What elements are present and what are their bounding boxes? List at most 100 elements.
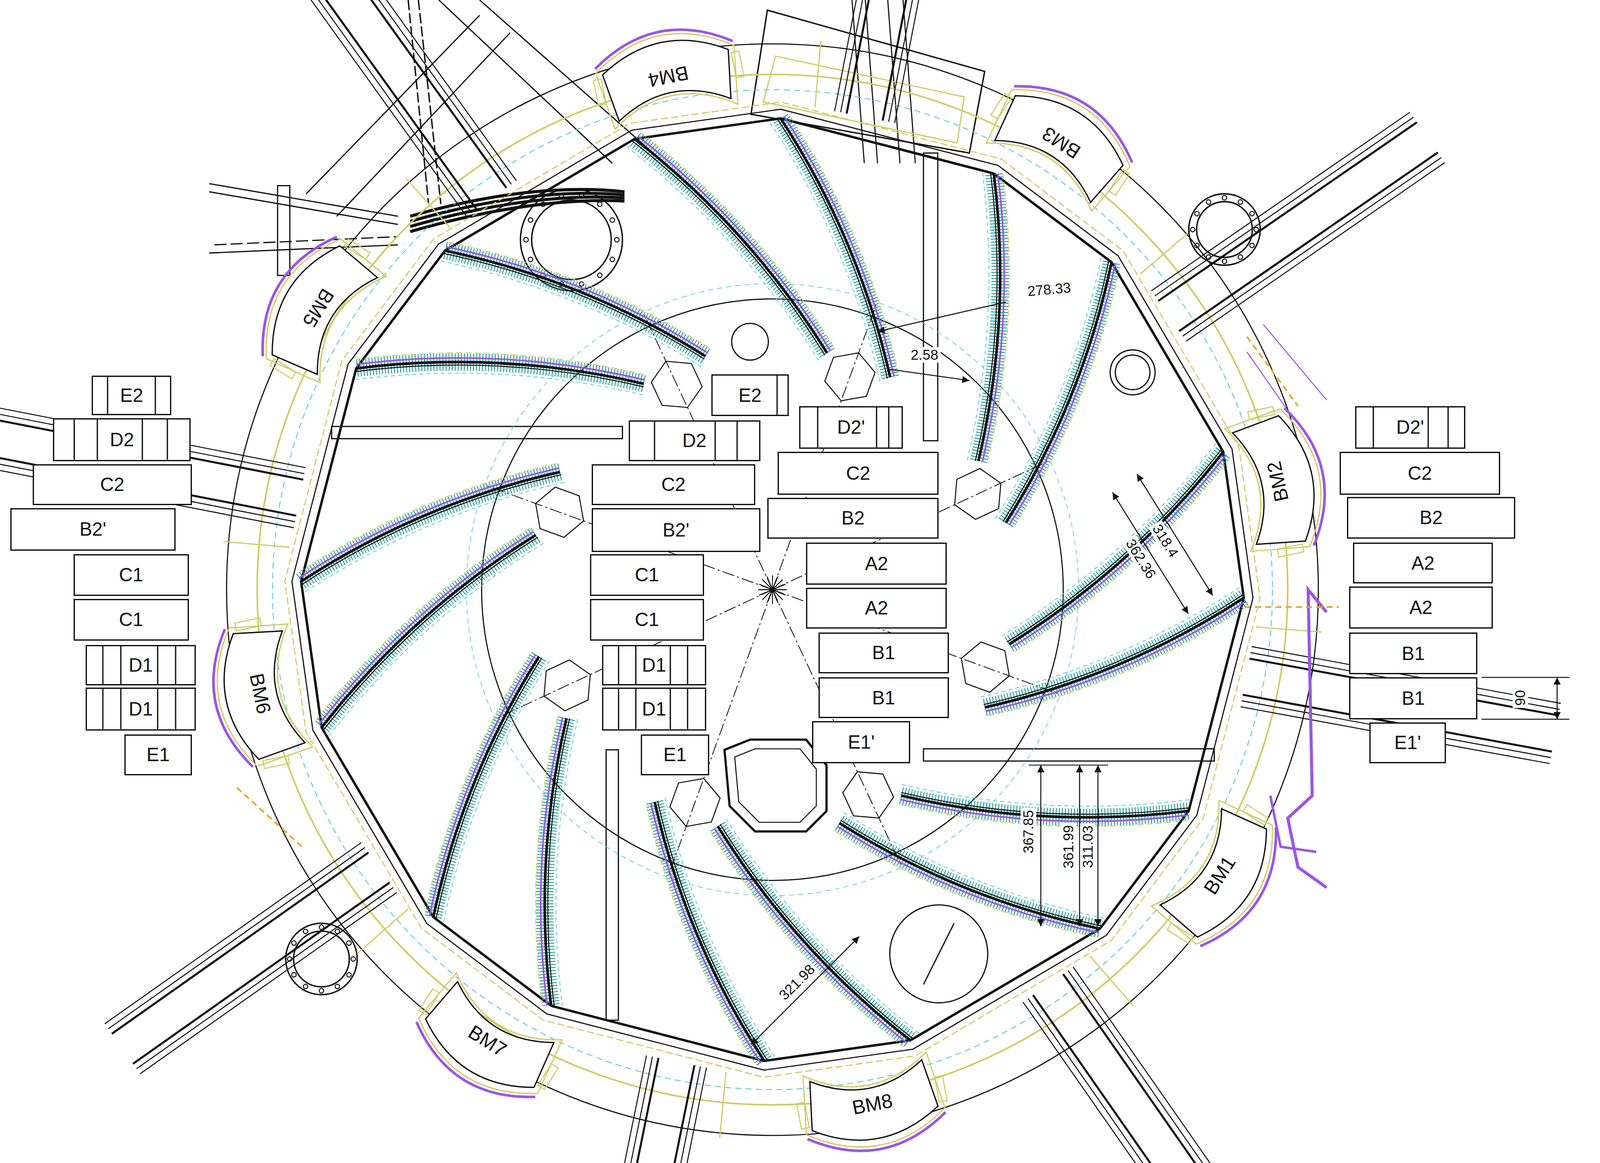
inner-liner-ring — [272, 89, 1273, 1091]
block-label: D2 — [682, 430, 707, 451]
hub-hexagon — [651, 361, 702, 408]
blade-plate-edge — [632, 141, 825, 356]
block-label: C1 — [634, 564, 659, 586]
extension-line — [1481, 719, 1570, 720]
segment-flange — [593, 78, 607, 106]
dimension-value: 2.58 — [908, 347, 941, 363]
table-block-box: C1 — [73, 599, 189, 641]
discharge-chute-line — [888, 0, 949, 122]
block-label: A2 — [1411, 552, 1435, 574]
center-star — [759, 584, 786, 596]
segment-flange — [269, 358, 296, 380]
blade-hatching — [839, 823, 1100, 930]
block-label: A2 — [1409, 597, 1433, 618]
segment-body — [598, 29, 739, 123]
orange-guide — [1244, 606, 1339, 609]
block-label: E2 — [738, 385, 762, 406]
blade-hatching — [985, 598, 1245, 708]
blade-hatching — [1009, 451, 1224, 645]
table-block-box: E1 — [640, 734, 710, 776]
segment-liner — [979, 69, 1144, 216]
table-block-box: B2 — [1346, 497, 1516, 539]
block-label: B1 — [1401, 688, 1425, 709]
discharge-chute-line — [136, 887, 393, 1069]
table-block-box: D1 — [85, 687, 196, 731]
port-circle — [731, 323, 769, 361]
blade-plate-edge — [547, 718, 570, 1007]
blade-offset-line — [555, 719, 578, 1007]
flange-bolt — [528, 257, 533, 262]
blade-plate — [433, 656, 540, 918]
discharge-chute-line — [846, 0, 907, 114]
bm-segment-box: BM7 — [412, 974, 564, 1108]
block-label: C2 — [100, 474, 125, 495]
blade-plate — [978, 173, 1001, 461]
block-divider — [669, 646, 671, 685]
blade-hatching — [780, 118, 890, 378]
dimension-value: 311.03 — [1080, 823, 1096, 871]
block-divider — [175, 646, 177, 685]
blade-liner — [356, 358, 644, 380]
flange-bolt — [335, 984, 340, 989]
block-divider — [1447, 407, 1449, 448]
pipe-run — [1270, 795, 1317, 852]
blade-liner — [837, 827, 1099, 933]
blade-plate — [985, 598, 1245, 708]
segment-flange — [537, 1063, 559, 1090]
table-block-box: A2 — [1352, 542, 1493, 584]
block-divider — [776, 375, 778, 415]
block-label: B2 — [841, 507, 865, 529]
blade-plate-edge — [355, 364, 644, 387]
drawing-line — [408, 0, 429, 204]
blade-liner — [1011, 454, 1227, 648]
support-beam — [923, 748, 1215, 761]
block-label: B2' — [662, 519, 690, 541]
dimension-line — [1556, 677, 1558, 720]
blade-liner — [429, 654, 536, 916]
support-beam — [331, 426, 623, 439]
blade-liner — [299, 468, 559, 578]
table-block-box: E2 — [711, 374, 789, 417]
dimension-value: 318.4 — [1148, 519, 1183, 563]
bm-segment-box: BM3 — [985, 76, 1137, 210]
flange-outer — [285, 923, 358, 995]
segment-body — [414, 977, 560, 1105]
hub-hexagon — [961, 642, 1010, 693]
block-label: E1 — [663, 744, 687, 766]
blade-offset-line — [626, 146, 819, 361]
discharge-chute-line — [1068, 970, 1248, 1163]
bm-segment-box: BM4 — [596, 27, 741, 126]
blade-plate — [634, 138, 828, 354]
block-label: E1 — [146, 744, 170, 766]
segment-body — [988, 78, 1134, 207]
blade-liner — [982, 173, 1005, 462]
table-block-box: B1 — [818, 632, 950, 674]
table-block-box: A2 — [806, 587, 947, 629]
dimension-value: 90 — [1512, 688, 1529, 709]
blade-offset-line — [443, 661, 550, 922]
blade-liner — [637, 136, 831, 351]
dimension-line — [1097, 765, 1099, 927]
chute-liner — [1140, 231, 1191, 275]
discharge-chute-line — [111, 852, 369, 1034]
block-divider — [617, 646, 620, 685]
segment-flange — [1247, 406, 1275, 421]
drawing-line — [865, 0, 878, 164]
dimension-line — [1112, 492, 1189, 614]
table-block-box: C1 — [73, 554, 189, 597]
segment-outer-pipe — [590, 17, 733, 69]
flange-bolt — [291, 941, 297, 946]
blade-offset-line — [843, 812, 1104, 919]
blade-liner — [446, 247, 708, 353]
blade-offset-line — [641, 132, 834, 348]
block-label: D1 — [128, 654, 153, 676]
manhole-mark — [923, 923, 955, 985]
blade-offset-line — [440, 261, 702, 368]
segment-body — [1230, 411, 1326, 552]
flange-bolt — [335, 929, 340, 934]
block-divider — [157, 646, 159, 685]
discharge-chute-line — [293, 0, 477, 210]
discharge-chute-line — [333, 0, 517, 181]
blade-hatching — [654, 802, 764, 1062]
